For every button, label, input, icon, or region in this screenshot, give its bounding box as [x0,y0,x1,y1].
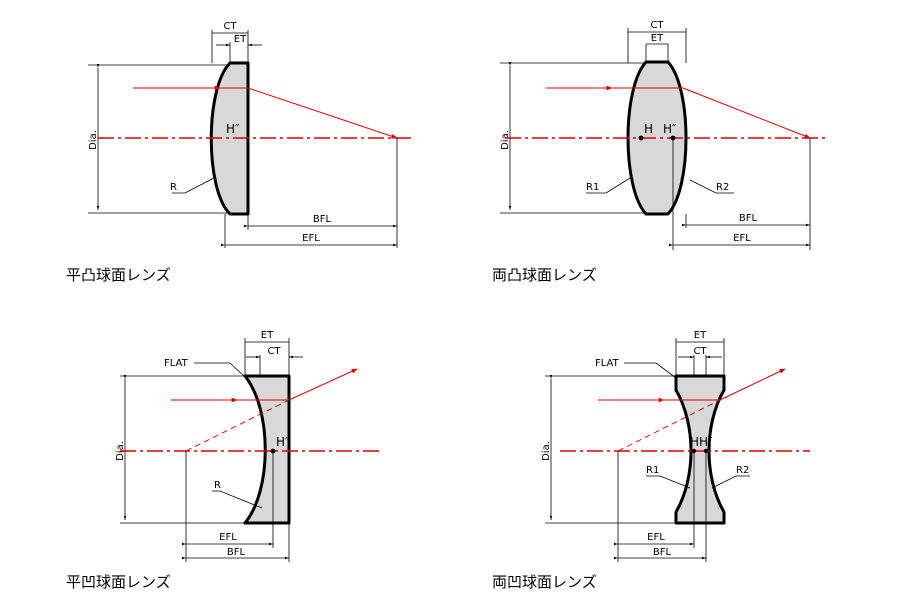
refracted-ray [247,87,398,139]
radius1-label: R1 [646,465,659,476]
dia-dimension: Dia. [541,375,675,524]
plano-concave-lens [243,374,291,525]
bi-concave-lens [674,374,726,525]
radius2-label: R2 [716,182,729,193]
radius-leader [172,177,215,194]
efl-label: EFL [733,233,751,244]
flat-label: FLAT [164,358,189,369]
panel-plano-concave: Dia. H″ R FLAT ET CT EFL [66,330,380,591]
virtual-ray-extension [185,399,290,452]
radius2-leader [689,179,734,194]
et-label: ET [234,34,247,45]
diverging-ray [719,368,786,401]
radius1-leader [586,177,631,194]
virtual-ray-extension [617,399,721,452]
bfl-label: BFL [653,547,672,558]
efl-label: EFL [647,532,665,543]
thickness-dimensions: CT ET [627,20,687,63]
efl-label: EFL [219,532,237,543]
diverging-ray [288,368,358,401]
dia-dimension: Dia. [115,375,246,524]
dia-dimension: Dia. [88,64,240,214]
dia-label: Dia. [88,130,99,150]
et-label: ET [651,33,664,44]
ct-label: CT [223,21,237,32]
radius2-label: R2 [736,465,749,476]
dia-label: Dia. [541,441,552,461]
ct-label: CT [693,346,707,357]
bfl-label: BFL [227,547,246,558]
focal-dimensions: BFL EFL [221,138,398,248]
panel-plano-convex: Dia. H″ R CT ET BFL [66,21,415,284]
principal-point-label-1: H [644,122,653,136]
bi-convex-lens [626,60,688,216]
radius1-leader [646,475,691,489]
focal-dimensions: EFL BFL [182,451,290,562]
panel-bi-concave: Dia. HH″ R1 R2 FLAT ET CT [492,330,810,591]
panel-bi-convex: Dia. H H″ R1 R2 CT ET BFL [492,20,828,284]
principal-point-label: H″ [276,435,290,449]
focal-dimensions: EFL BFL [614,451,707,562]
principal-point-h [691,448,697,454]
bfl-label: BFL [313,214,332,225]
radius2-leader [711,475,750,489]
principal-point-label: H″ [226,122,240,136]
principal-point-h2 [670,135,676,141]
caption-plano-convex: 平凸球面レンズ [66,266,171,284]
radius1-label: R1 [586,182,599,193]
refracted-ray [682,87,811,139]
et-label: ET [261,330,274,341]
radius-leader [212,490,263,509]
thickness-dimensions: ET CT [675,330,725,376]
bfl-label: BFL [739,213,758,224]
thickness-dimensions: ET CT [244,330,303,376]
ct-label: CT [267,346,281,357]
ct-label: CT [650,20,664,31]
radius-label: R [170,182,177,193]
principal-point-h [638,135,644,141]
flat-label: FLAT [595,358,620,369]
plano-convex-lens [209,61,250,216]
flat-leader [194,362,247,379]
caption-bi-concave: 両凹球面レンズ [492,573,597,591]
focal-dimensions: BFL EFL [669,138,811,250]
principal-point-label: HH″ [690,435,713,449]
efl-label: EFL [302,233,320,244]
caption-bi-convex: 両凸球面レンズ [492,266,597,284]
principal-point-h2 [270,448,276,454]
radius-label: R [214,480,221,491]
principal-point-label-2: H″ [663,122,677,136]
flat-leader [624,362,677,379]
caption-plano-concave: 平凹球面レンズ [66,573,171,591]
dia-label: Dia. [500,130,511,150]
principal-point-h2 [703,448,709,454]
et-label: ET [694,330,707,341]
thickness-dimensions: CT ET [211,21,262,63]
